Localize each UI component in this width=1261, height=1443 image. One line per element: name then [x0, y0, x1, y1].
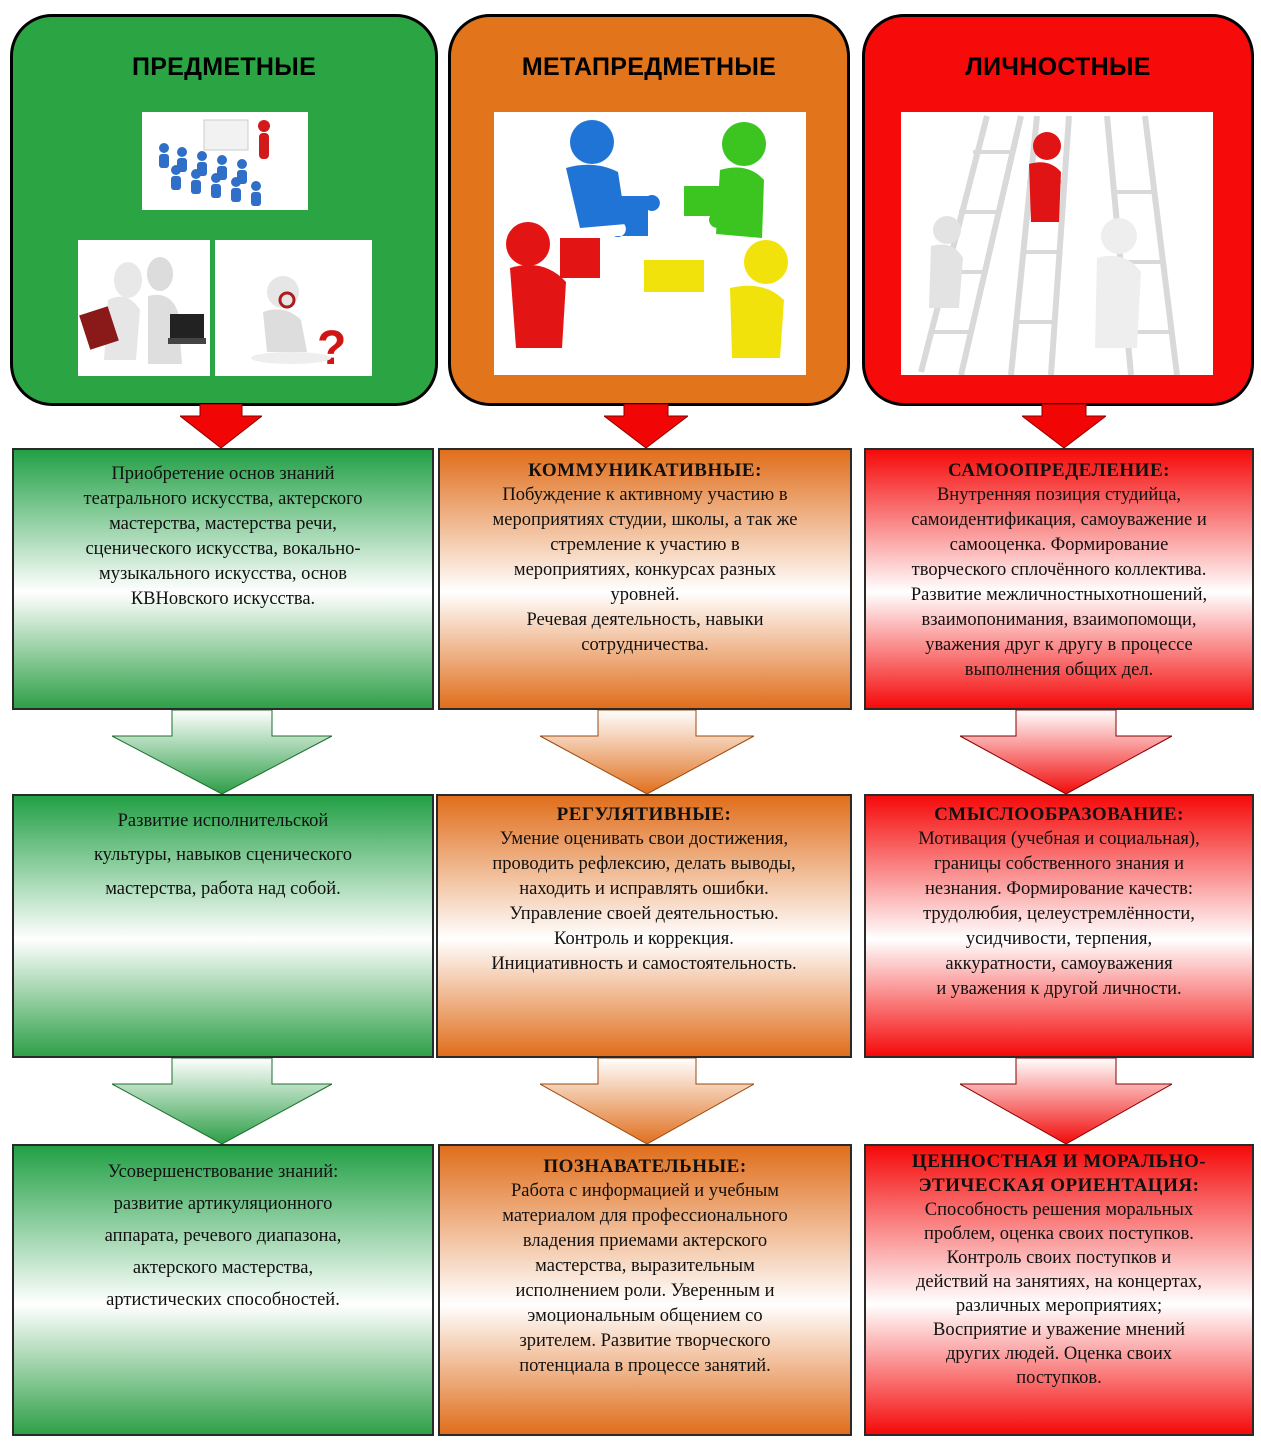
red-arrow-down-icon [180, 404, 262, 448]
box-heading: ПОЗНАВАТЕЛЬНЫЕ: [543, 1156, 747, 1177]
orange-arrow-down-icon [540, 710, 754, 794]
box-line: аккуратности, самоуважения [945, 954, 1173, 974]
box-line: Контроль и коррекция. [554, 929, 734, 949]
box-heading: САМООПРЕДЕЛЕНИЕ: [948, 460, 1170, 481]
box-line: Усовершенствование знаний: [107, 1162, 339, 1182]
box-heading: СМЫСЛООБРАЗОВАНИЕ: [934, 804, 1184, 825]
box-line: взаимопонимания, взаимопомощи, [921, 610, 1197, 630]
box-line: Развитие исполнительской [117, 811, 329, 831]
self-determination-box: САМООПРЕДЕЛЕНИЕ: Внутренняя позиция студ… [864, 448, 1254, 710]
box-line: Внутренняя позиция студийца, [936, 485, 1182, 505]
regulatory-box: РЕГУЛЯТИВНЫЕ: Умение оценивать свои дост… [436, 794, 852, 1058]
red-arrow-down-icon [604, 404, 688, 448]
box-line: культуры, навыков сценического [93, 845, 353, 865]
box-line: границы собственного знания и [933, 854, 1185, 874]
box-line: сотрудничества. [581, 635, 709, 655]
ladder-climbers-illustration [901, 112, 1213, 375]
box-line: Речевая деятельность, навыки [526, 610, 764, 630]
header-title-metasubject: МЕТАПРЕДМЕТНЫЕ [521, 53, 777, 81]
box-line: Умение оценивать свои достижения, [499, 829, 789, 849]
moral-ethical-box: ЦЕННОСТНАЯ И МОРАЛЬНО-ЭТИЧЕСКАЯ ОРИЕНТАЦ… [864, 1144, 1254, 1436]
box-line: Инициативность и самостоятельность. [491, 954, 797, 974]
box-line: уважения друг к другу в процессе [925, 635, 1193, 655]
box-line: сценического искусства, вокально- [85, 539, 361, 559]
box-line: мастерства, мастерства речи, [109, 514, 337, 534]
box-line: театрального искусства, актерского [83, 489, 363, 509]
svg-text:?: ? [317, 322, 346, 375]
box-line: действий на занятиях, на концертах, [915, 1272, 1203, 1292]
box-line: эмоциональным общением со [527, 1306, 763, 1326]
header-title-subject: ПРЕДМЕТНЫЕ [131, 53, 317, 81]
box-line: самоидентификация, самоуважение и [911, 510, 1207, 530]
box-line: трудолюбия, целеустремлённости, [923, 904, 1195, 924]
box-line: творческого сплочённого коллектива. [911, 560, 1207, 580]
box-line: мероприятиях студии, школы, а так же [492, 510, 798, 530]
green-arrow-down-icon [112, 710, 332, 794]
box-line: Управление своей деятельностью. [509, 904, 779, 924]
red-gradient-arrow-down-icon [960, 1058, 1172, 1144]
box-line: различных мероприятиях; [955, 1296, 1163, 1316]
box-line: мастерства, выразительным [535, 1256, 755, 1276]
box-line: музыкального искусства, основ [99, 564, 347, 584]
subject-box-1: Приобретение основ знаний театрального и… [12, 448, 434, 710]
box-line: поступков. [1016, 1368, 1102, 1388]
puzzle-teamwork-illustration [494, 112, 806, 375]
box-line: Контроль своих поступков и [946, 1248, 1172, 1268]
box-line: Способность решения моральных [924, 1200, 1194, 1220]
box-line: Работа с информацией и учебным [511, 1181, 779, 1201]
header-title-personal: ЛИЧНОСТНЫЕ [965, 53, 1151, 81]
meaning-formation-box: СМЫСЛООБРАЗОВАНИЕ: Мотивация (учебная и … [864, 794, 1254, 1058]
box-line: стремление к участию в [550, 535, 740, 555]
subject-box-2: Развитие исполнительской культуры, навык… [12, 794, 434, 1058]
box-line: проблем, оценка своих поступков. [924, 1224, 1194, 1244]
box-line: незнания. Формирование качеств: [925, 879, 1193, 899]
green-arrow-down-icon [112, 1058, 332, 1144]
box-line: потенциала в процессе занятий. [519, 1356, 771, 1376]
box-heading: ЦЕННОСТНАЯ И МОРАЛЬНО-ЭТИЧЕСКАЯ ОРИЕНТАЦ… [911, 1151, 1207, 1196]
box-line: самооценка. Формирование [949, 535, 1169, 555]
box-line: артистических способностей. [106, 1290, 340, 1310]
cognitive-box: ПОЗНАВАТЕЛЬНЫЕ: Работа с информацией и у… [438, 1144, 852, 1436]
box-line: актерского мастерства, [132, 1258, 314, 1278]
box-line: аппарата, речевого диапазона, [104, 1226, 342, 1246]
box-line: развитие артикуляционного [113, 1194, 333, 1214]
box-heading: РЕГУЛЯТИВНЫЕ: [556, 804, 732, 825]
box-line: усидчивости, терпения, [965, 929, 1153, 949]
box-line: мероприятиях, конкурсах разных [513, 560, 777, 580]
box-line: Восприятие и уважение мнений [932, 1320, 1186, 1340]
communicative-box: КОММУНИКАТИВНЫЕ: Побуждение к активному … [438, 448, 852, 710]
box-line: других людей. Оценка своих [945, 1344, 1173, 1364]
box-line: уровней. [610, 585, 680, 605]
box-line: выполнения общих дел. [964, 660, 1154, 680]
box-line: проводить рефлексию, делать выводы, [492, 854, 796, 874]
orange-arrow-down-icon [540, 1058, 754, 1144]
box-line: Развитие межличностныхотношений, [910, 585, 1208, 605]
box-line: Приобретение основ знаний [111, 464, 335, 484]
box-line: Побуждение к активному участию в [502, 485, 788, 505]
box-heading: КОММУНИКАТИВНЫЕ: [528, 460, 762, 481]
box-line: Мотивация (учебная и социальная), [918, 829, 1200, 849]
red-gradient-arrow-down-icon [960, 710, 1172, 794]
reading-people-illustration [78, 240, 210, 376]
box-line: и уважения к другой личности. [936, 979, 1182, 999]
box-line: мастерства, работа над собой. [105, 879, 341, 899]
teacher-class-illustration [142, 112, 308, 210]
box-line: материалом для профессионального [502, 1206, 788, 1226]
question-figure-illustration: ? [215, 240, 372, 376]
box-line: владения приемами актерского [522, 1231, 768, 1251]
box-line: зрителем. Развитие творческого [519, 1331, 771, 1351]
box-line: исполнением роли. Уверенным и [515, 1281, 775, 1301]
subject-box-3: Усовершенствование знаний: развитие арти… [12, 1144, 434, 1436]
red-arrow-down-icon [1022, 404, 1106, 448]
box-line: находить и исправлять ошибки. [519, 879, 769, 899]
box-line: КВНовского искусства. [130, 589, 316, 609]
